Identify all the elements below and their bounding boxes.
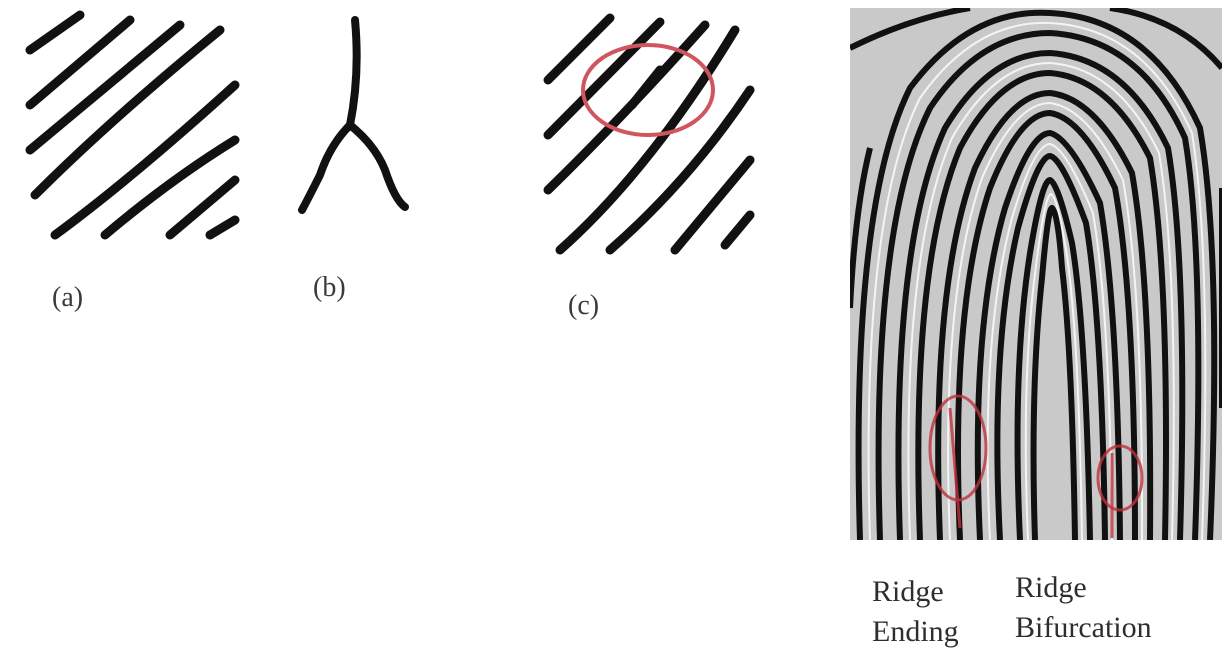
label-ridge-ending: Ridge Ending bbox=[872, 572, 959, 652]
ridges-drawing bbox=[20, 10, 240, 245]
caption-b: (b) bbox=[313, 272, 346, 304]
panel-a-ridges bbox=[20, 10, 240, 245]
panel-b-bifurcation bbox=[290, 15, 420, 225]
label-ridge-ending-line1: Ridge bbox=[872, 572, 959, 612]
label-ridge-bifurcation-line1: Ridge bbox=[1015, 568, 1152, 608]
fingerprint-drawing bbox=[850, 8, 1222, 540]
caption-c: (c) bbox=[568, 290, 599, 322]
label-ridge-bifurcation: Ridge Bifurcation bbox=[1015, 568, 1152, 648]
caption-a: (a) bbox=[52, 282, 83, 314]
bifurcation-drawing bbox=[290, 15, 420, 225]
panel-c-ridge-ending bbox=[540, 10, 760, 255]
ridge-ending-drawing bbox=[540, 10, 760, 255]
fingerprint-image bbox=[850, 8, 1222, 540]
label-ridge-ending-line2: Ending bbox=[872, 612, 959, 652]
label-ridge-bifurcation-line2: Bifurcation bbox=[1015, 608, 1152, 648]
